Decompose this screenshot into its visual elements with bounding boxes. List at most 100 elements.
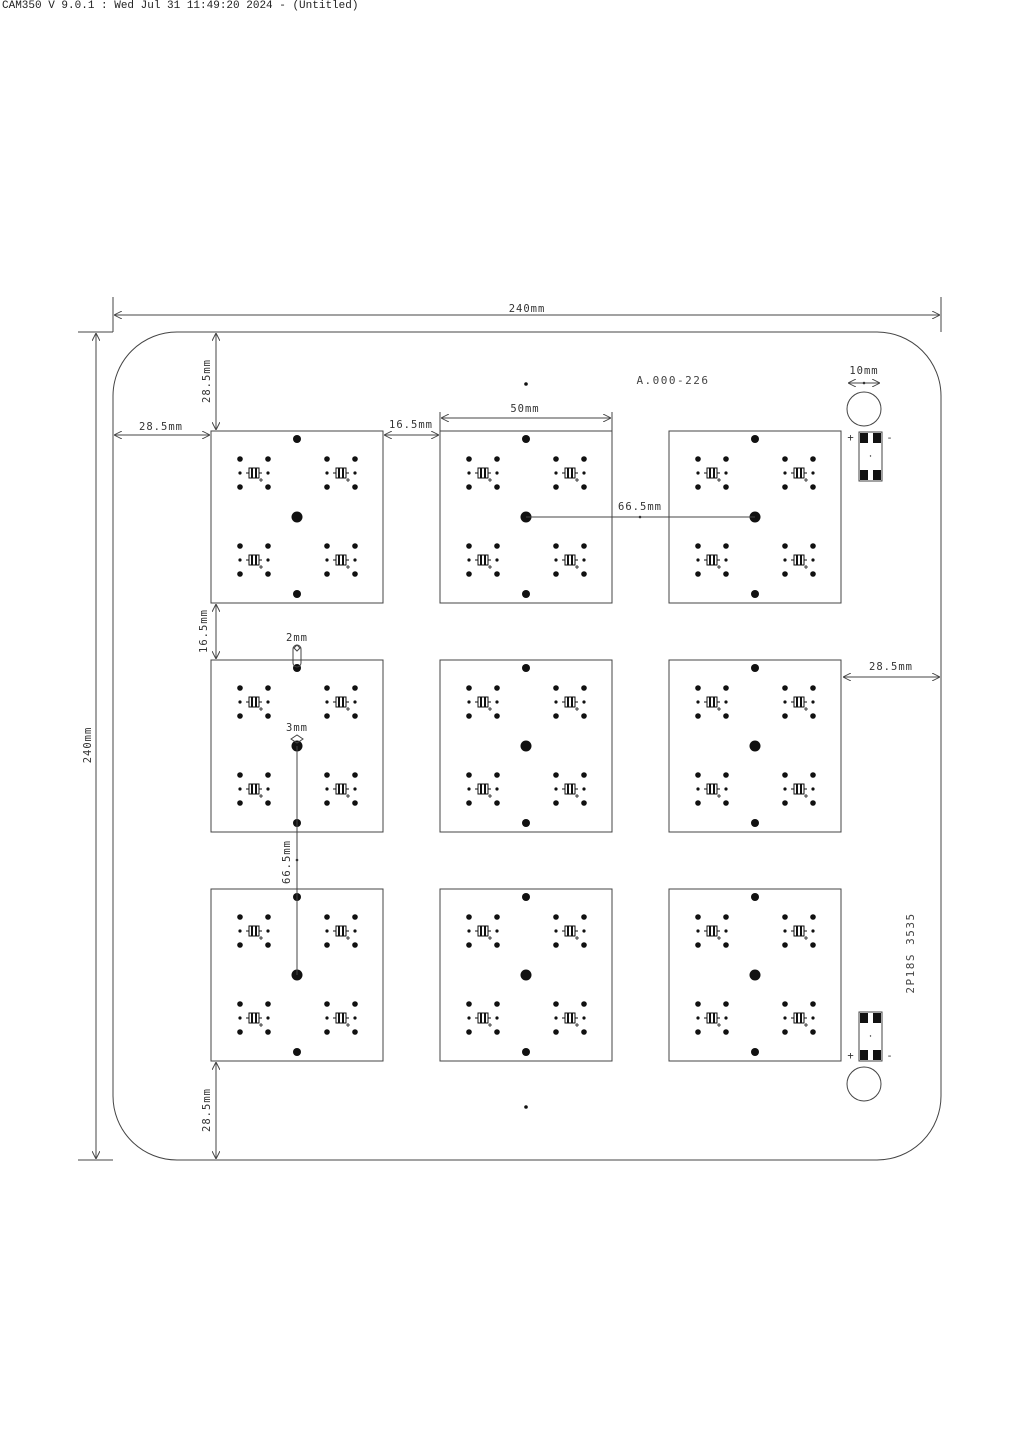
led-module — [210, 888, 384, 1062]
led-footprint — [695, 685, 729, 719]
pad — [751, 893, 759, 901]
pad — [293, 664, 301, 672]
led-footprint — [466, 543, 500, 577]
dim-label: 28.5mm — [869, 661, 913, 673]
led-footprint — [324, 772, 358, 806]
dim-slot-width: 2mm — [286, 632, 308, 668]
plus-label: + — [847, 1050, 854, 1062]
dim-label: 3mm — [286, 722, 308, 734]
dim-label: 28.5mm — [139, 421, 183, 433]
led-footprint — [553, 772, 587, 806]
led-footprint — [324, 456, 358, 490]
connector-top: + - — [847, 431, 893, 482]
module-outline — [668, 659, 842, 833]
led-footprint — [237, 1001, 271, 1035]
dim-label: 66.5mm — [281, 840, 293, 884]
pad — [522, 590, 530, 598]
led-footprint — [466, 456, 500, 490]
plus-label: + — [847, 432, 854, 444]
pad — [293, 590, 301, 598]
dim-pitch-vertical: 66.5mm — [281, 746, 299, 975]
led-footprint — [324, 543, 358, 577]
pad — [522, 664, 530, 672]
led-footprint — [782, 914, 816, 948]
led-footprint — [324, 685, 358, 719]
led-footprint — [466, 685, 500, 719]
led-footprint — [782, 1001, 816, 1035]
led-footprint — [695, 543, 729, 577]
dim-gap-vertical: 16.5mm — [198, 604, 216, 659]
led-module — [210, 430, 384, 604]
led-footprint — [782, 685, 816, 719]
pad — [522, 1048, 530, 1056]
pad — [522, 435, 530, 443]
pad — [751, 664, 759, 672]
led-footprint — [237, 685, 271, 719]
dim-board-height: 240mm — [78, 331, 113, 1161]
led-modules — [210, 430, 842, 1062]
led-module — [439, 430, 613, 604]
dim-top-margin: 28.5mm — [201, 333, 216, 430]
pad — [751, 819, 759, 827]
led-footprint — [553, 456, 587, 490]
pad — [749, 969, 761, 981]
minus-label: - — [886, 1050, 893, 1062]
pad — [293, 435, 301, 443]
pad — [520, 740, 532, 752]
dim-module-width: 50mm — [439, 403, 613, 431]
led-module — [668, 659, 842, 833]
dim-hole-diameter: 3mm — [286, 722, 308, 744]
dim-label: 2mm — [286, 632, 308, 644]
part-number: A.000-226 — [636, 374, 709, 387]
led-footprint — [324, 1001, 358, 1035]
led-footprint — [553, 543, 587, 577]
dim-right-margin: 28.5mm — [843, 661, 940, 677]
dim-label: 10mm — [849, 365, 878, 377]
dim-label: 28.5mm — [201, 1088, 213, 1132]
led-footprint — [782, 543, 816, 577]
pad — [520, 969, 532, 981]
dim-label: 16.5mm — [389, 419, 433, 431]
led-footprint — [237, 772, 271, 806]
window-title: CAM350 V 9.0.1 : Wed Jul 31 11:49:20 202… — [2, 0, 359, 12]
led-footprint — [695, 914, 729, 948]
led-footprint — [553, 685, 587, 719]
dim-label: 28.5mm — [201, 359, 213, 403]
led-footprint — [237, 914, 271, 948]
led-module — [210, 659, 384, 833]
dim-bottom-margin: 28.5mm — [201, 1062, 216, 1159]
dim-pitch-horizontal: 66.5mm — [526, 501, 755, 519]
led-module — [439, 659, 613, 833]
dim-label: 240mm — [509, 303, 546, 315]
dim-label: 66.5mm — [618, 501, 662, 513]
fiducial-top — [524, 382, 528, 386]
led-footprint — [695, 1001, 729, 1035]
dim-board-width: 240mm — [112, 297, 942, 332]
led-footprint — [553, 914, 587, 948]
mount-hole-bottom — [846, 1066, 882, 1102]
pad — [751, 590, 759, 598]
led-footprint — [782, 456, 816, 490]
config-label: 2P18S 3535 — [904, 912, 917, 993]
pad — [291, 511, 303, 523]
led-footprint — [466, 772, 500, 806]
led-footprint — [695, 772, 729, 806]
dim-gap-horizontal: 16.5mm — [384, 419, 439, 435]
led-footprint — [466, 1001, 500, 1035]
dim-mount-hole: 10mm — [848, 365, 880, 384]
dim-label: 240mm — [82, 727, 94, 764]
led-footprint — [324, 914, 358, 948]
module-outline — [439, 888, 613, 1062]
dim-left-margin: 28.5mm — [114, 421, 210, 435]
dim-label: 16.5mm — [198, 609, 210, 653]
minus-label: - — [886, 432, 893, 444]
led-footprint — [695, 456, 729, 490]
led-footprint — [237, 456, 271, 490]
pad — [522, 893, 530, 901]
module-outline — [439, 659, 613, 833]
module-outline — [210, 430, 384, 604]
led-module — [439, 888, 613, 1062]
led-footprint — [237, 543, 271, 577]
pad — [749, 740, 761, 752]
led-footprint — [782, 772, 816, 806]
